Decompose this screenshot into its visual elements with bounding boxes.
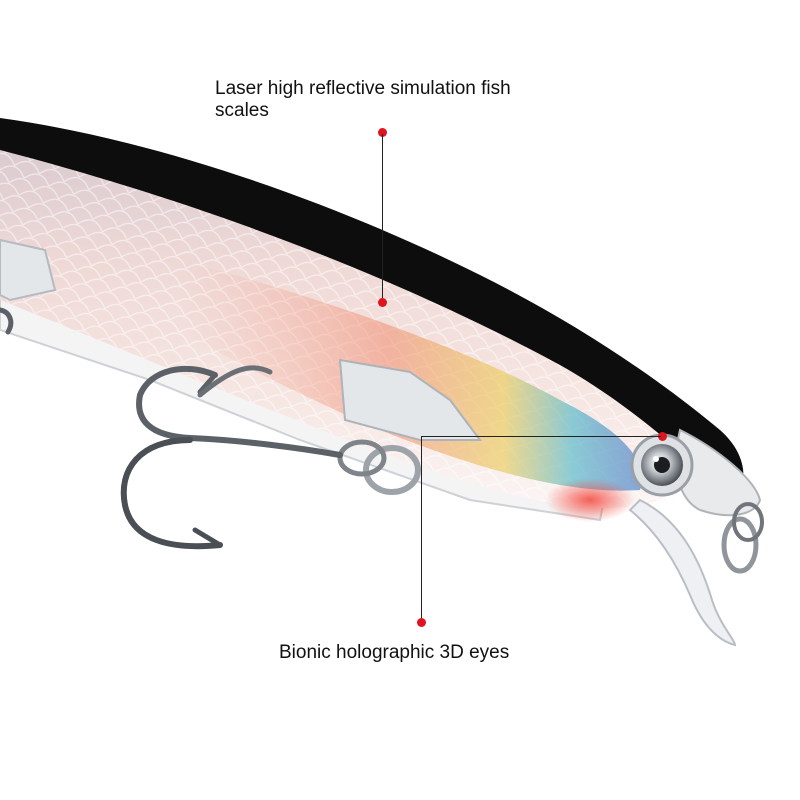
eye-leader-horizontal [421, 436, 661, 437]
eye-leader-vertical [421, 436, 422, 620]
eyes-marker-bottom-dot [417, 618, 426, 627]
scales-marker-bottom-dot [378, 298, 387, 307]
eyes-callout-label: Bionic holographic 3D eyes [279, 642, 510, 663]
scales-leader-line [382, 134, 383, 302]
eye-marker-dot [658, 432, 667, 441]
scales-marker-top-dot [378, 128, 387, 137]
scales-callout-label: Laser high reflective simulation fish sc… [215, 78, 511, 121]
